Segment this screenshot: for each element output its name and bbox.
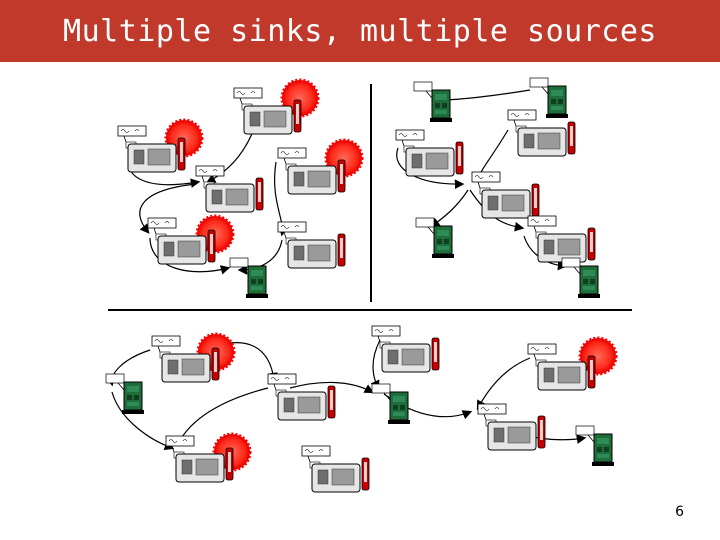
link-tr-1 bbox=[437, 89, 531, 105]
sensor-node bbox=[477, 403, 546, 451]
sink-node bbox=[371, 383, 411, 425]
link-tl-4 bbox=[149, 237, 231, 275]
sensor-node bbox=[471, 171, 540, 219]
sink-node bbox=[561, 257, 601, 299]
link-tr-5 bbox=[469, 189, 525, 232]
link-tl-3 bbox=[139, 183, 197, 234]
network-diagram bbox=[105, 77, 632, 493]
sensor-node bbox=[277, 221, 346, 269]
sensor-node bbox=[371, 325, 440, 373]
link-b-5 bbox=[289, 381, 375, 394]
bottom-scenario bbox=[105, 325, 618, 493]
sink-node bbox=[105, 373, 145, 415]
slide-title: Multiple sinks, multiple sources bbox=[63, 13, 657, 49]
sink-node bbox=[413, 81, 453, 123]
sensor-node bbox=[195, 165, 264, 213]
sensor-node bbox=[395, 129, 464, 177]
page-number: 6 bbox=[675, 504, 684, 520]
sensor-node bbox=[267, 373, 336, 421]
sensor-node bbox=[301, 445, 370, 493]
link-b-6 bbox=[370, 339, 381, 391]
sensor-node bbox=[527, 215, 596, 263]
top-left-scenario bbox=[117, 78, 364, 299]
link-tr-4 bbox=[430, 189, 469, 228]
link-b-8 bbox=[476, 357, 531, 411]
top-right-scenario bbox=[395, 77, 601, 299]
link-b-2 bbox=[111, 391, 175, 451]
title-bar: Multiple sinks, multiple sources bbox=[0, 0, 720, 62]
sink-node bbox=[229, 257, 269, 299]
sink-node bbox=[575, 425, 615, 467]
